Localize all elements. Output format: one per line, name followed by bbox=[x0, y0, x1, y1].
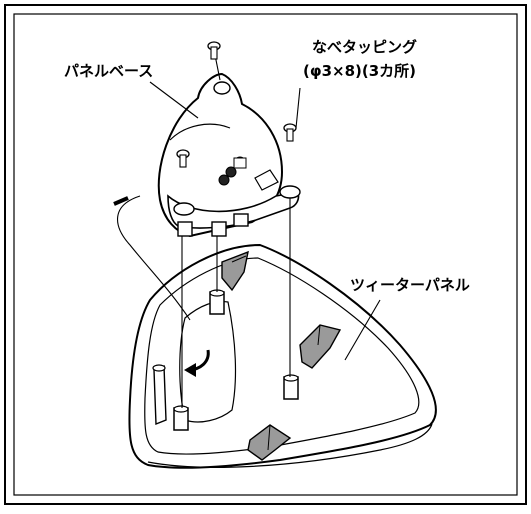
arrow-icon bbox=[184, 349, 210, 377]
label-panel-base: パネルベース bbox=[64, 62, 154, 80]
screw-icon bbox=[207, 41, 221, 60]
post-left bbox=[152, 364, 167, 426]
mounting-boss-right bbox=[283, 374, 299, 400]
panel-base bbox=[157, 72, 301, 238]
label-screw-spec: (φ3×8)(3カ所) bbox=[303, 62, 417, 80]
frame-border-inner bbox=[13, 13, 518, 496]
clip-rib-upper bbox=[221, 250, 249, 292]
screw-icon bbox=[176, 149, 190, 168]
mounting-boss-left bbox=[173, 405, 189, 431]
label-screw-name: なべタッピング bbox=[312, 38, 418, 56]
tweeter-panel bbox=[128, 243, 437, 469]
clip-rib-bottom bbox=[247, 424, 292, 461]
label-tweeter-panel: ツィーターパネル bbox=[350, 276, 470, 294]
screw-icon bbox=[283, 123, 297, 142]
callout-leaders bbox=[149, 81, 381, 361]
assembly-guides bbox=[113, 54, 291, 408]
frame-border bbox=[4, 4, 527, 505]
mounting-boss-center bbox=[209, 289, 225, 315]
clip-rib-right bbox=[299, 324, 342, 369]
